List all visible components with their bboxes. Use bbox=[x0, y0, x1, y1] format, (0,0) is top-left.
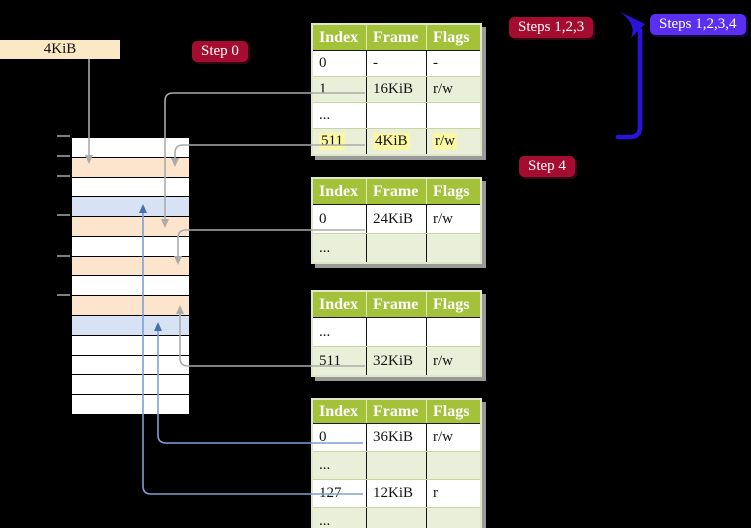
table-cell: r/w bbox=[433, 429, 453, 445]
column-header: Index bbox=[313, 400, 367, 423]
table-cell: r/w bbox=[427, 129, 480, 154]
table-cell bbox=[367, 452, 427, 479]
table-cell: 24KiB bbox=[367, 205, 427, 233]
table-cell: r/w bbox=[433, 210, 453, 227]
memory-row-peach bbox=[72, 256, 189, 277]
table-row: ... bbox=[313, 507, 480, 528]
table-cell: ... bbox=[313, 318, 367, 346]
column-header: Frame bbox=[367, 292, 427, 317]
memory-row-white bbox=[72, 335, 189, 356]
table-cell bbox=[427, 508, 480, 528]
frame-size-label: 4KiB bbox=[0, 40, 120, 59]
table-cell: 36KiB bbox=[367, 424, 427, 451]
column-header: Flags bbox=[433, 182, 470, 200]
table-cell: ... bbox=[313, 103, 367, 128]
column-header: Frame bbox=[367, 400, 427, 423]
table-cell: 12KiB bbox=[367, 480, 427, 507]
table-cell bbox=[427, 452, 480, 479]
memory-row-peach bbox=[72, 217, 189, 237]
memory-row-white bbox=[72, 355, 189, 376]
highlighted-value: 4KiB bbox=[373, 133, 410, 150]
address-ticks bbox=[57, 135, 70, 296]
table-row: ... bbox=[313, 102, 480, 128]
column-header: Flags bbox=[433, 28, 470, 46]
table-cell bbox=[367, 318, 427, 346]
highlighted-value: 511 bbox=[319, 133, 345, 150]
table-row: ... bbox=[313, 451, 480, 479]
memory-row-white bbox=[72, 236, 189, 257]
memory-row-white bbox=[72, 177, 189, 198]
table-cell: r/w bbox=[433, 81, 453, 97]
memory-row-blue bbox=[72, 197, 189, 218]
table-cell: 0 bbox=[313, 51, 367, 76]
steps-loop-arrow bbox=[615, 12, 645, 140]
memory-row-white bbox=[72, 375, 189, 396]
column-header: Flags bbox=[433, 295, 470, 313]
table-cell bbox=[367, 508, 427, 528]
column-header: Index bbox=[313, 179, 367, 204]
memory-row-white bbox=[72, 276, 189, 297]
column-header: Frame bbox=[367, 25, 427, 50]
table-row: 511 4KiB r/w bbox=[313, 128, 480, 154]
table-cell: 511 bbox=[313, 129, 367, 154]
table-cell: - bbox=[433, 55, 438, 71]
column-header: Index bbox=[313, 25, 367, 50]
table-cell: ... bbox=[313, 508, 367, 528]
memory-row-peach bbox=[72, 157, 189, 178]
memory-row-white bbox=[72, 395, 189, 414]
column-header: Index bbox=[313, 292, 367, 317]
column-header: Flags bbox=[433, 402, 470, 420]
table-cell: 4KiB bbox=[367, 129, 427, 154]
table-cell: ... bbox=[313, 452, 367, 479]
step-0-badge: Step 0 bbox=[192, 41, 248, 62]
table-cell: - bbox=[367, 51, 427, 76]
table-cell: 127 bbox=[313, 480, 367, 507]
table-row: ... bbox=[313, 318, 480, 346]
column-header: Frame bbox=[367, 179, 427, 204]
table-cell: 32KiB bbox=[367, 347, 427, 375]
table-cell bbox=[427, 234, 480, 262]
table-cell: 16KiB bbox=[367, 77, 427, 102]
table-cell bbox=[367, 103, 427, 128]
highlighted-value: r/w bbox=[433, 133, 457, 150]
table-cell: 0 bbox=[313, 424, 367, 451]
table-cell bbox=[427, 318, 480, 346]
table-cell: r bbox=[433, 485, 438, 501]
memory-row-white bbox=[72, 138, 189, 158]
memory-row-blue bbox=[72, 316, 189, 336]
table-cell bbox=[367, 234, 427, 262]
table-cell bbox=[427, 103, 480, 128]
table-cell: 511 bbox=[313, 347, 367, 375]
table-row: ... bbox=[313, 233, 480, 262]
steps-123-badge: Steps 1,2,3 bbox=[509, 17, 594, 38]
step-4-badge: Step 4 bbox=[519, 156, 575, 177]
table-cell: ... bbox=[313, 234, 367, 262]
table-cell: 1 bbox=[313, 77, 367, 102]
memory-column bbox=[71, 137, 190, 415]
memory-row-peach bbox=[72, 296, 189, 317]
table-cell: r/w bbox=[433, 352, 453, 369]
steps-1234-badge: Steps 1,2,3,4 bbox=[650, 14, 746, 35]
table-row: 0-- bbox=[313, 51, 480, 76]
table-cell: 0 bbox=[313, 205, 367, 233]
